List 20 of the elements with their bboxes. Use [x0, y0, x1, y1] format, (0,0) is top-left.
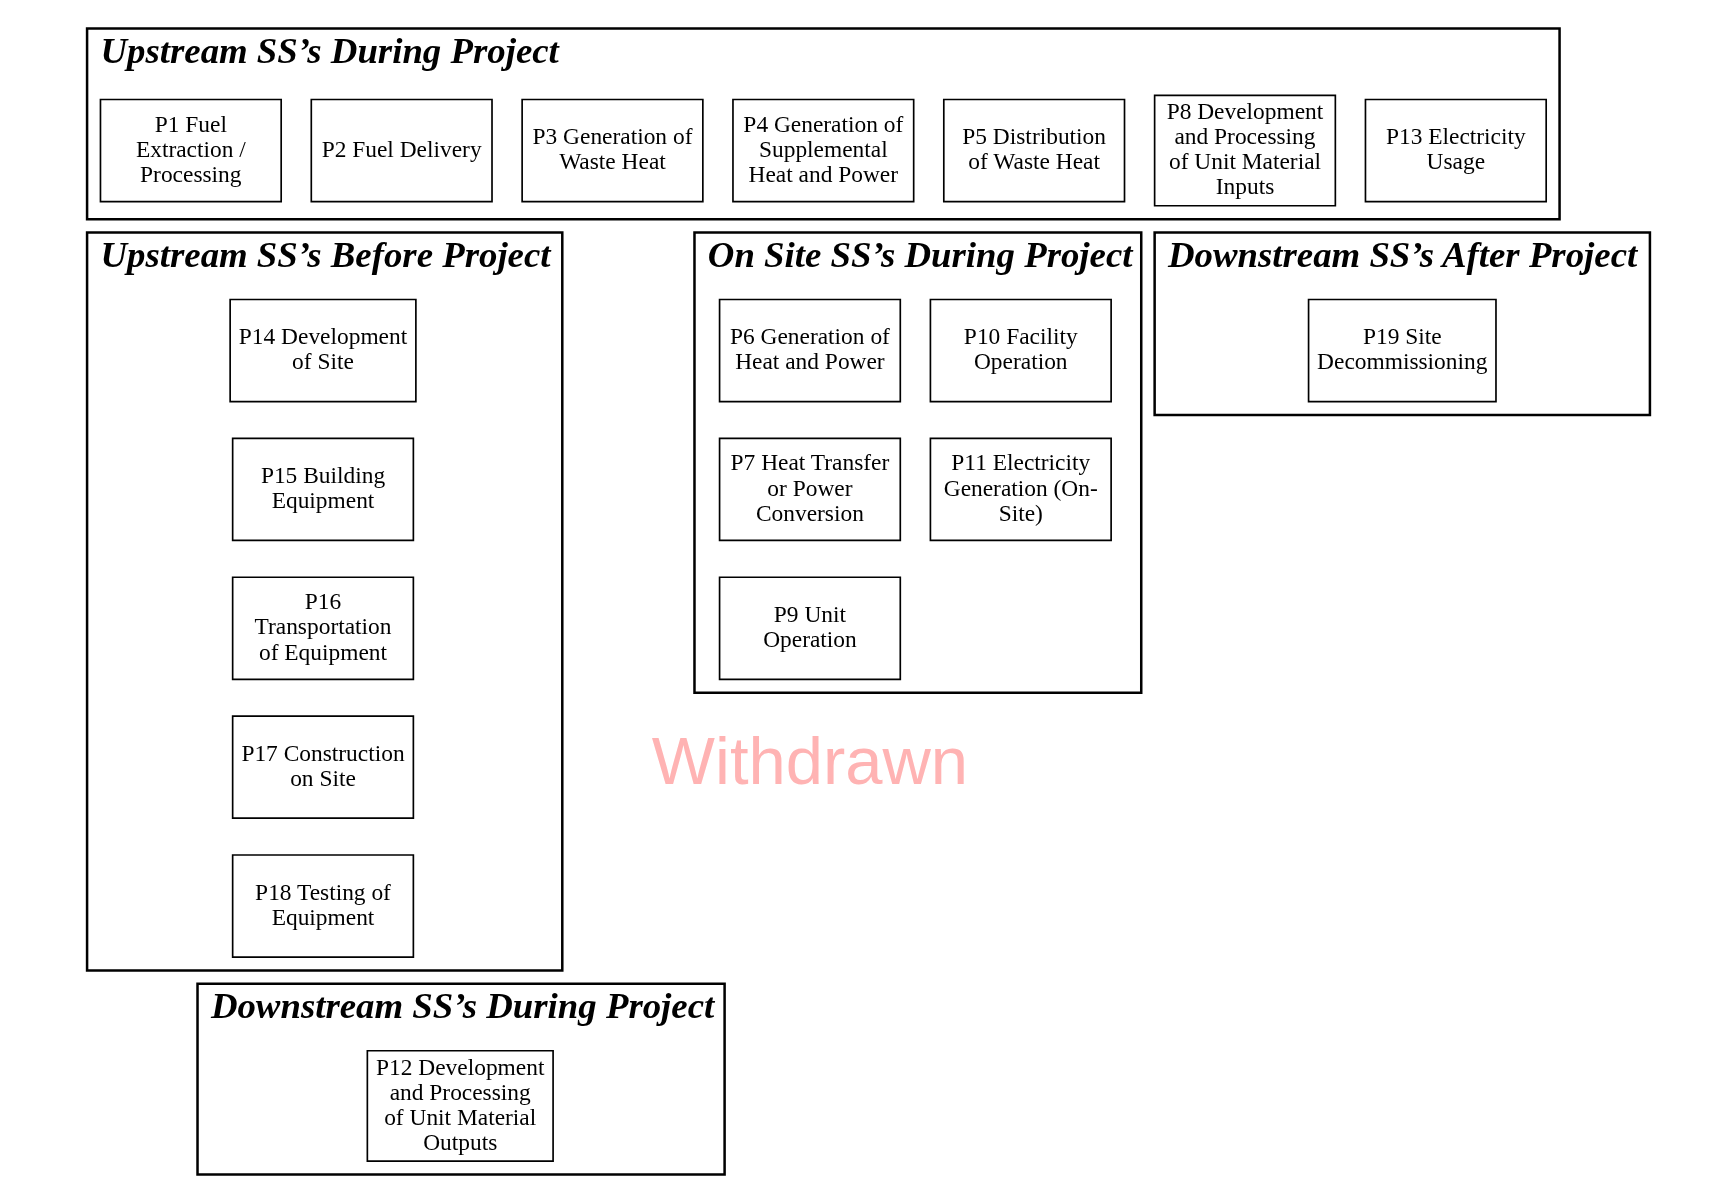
- label: Withdrawn: [651, 722, 968, 798]
- node-box: P2 Fuel Delivery: [309, 98, 493, 203]
- node-box: P8 Development and Processing of Unit Material Inputs: [1153, 94, 1336, 207]
- node-box: P4 Generation of Supplemental Heat and Power: [731, 98, 914, 203]
- node-box: P9 Unit Operation: [718, 576, 901, 681]
- node-box: P7 Heat Transfer or Power Conversion: [718, 437, 901, 542]
- node-box: P5 Distribution of Waste Heat: [942, 98, 1125, 203]
- node-box: P6 Generation of Heat and Power: [718, 298, 901, 403]
- node-box: P3 Generation of Waste Heat: [520, 98, 704, 203]
- node-box: P19 Site Decommissioning: [1307, 298, 1497, 403]
- node-box: P18 Testing of Equipment: [231, 854, 414, 958]
- node-box: P17 Construction on Site: [231, 715, 414, 820]
- node-box: P1 Fuel Extraction / Processing: [99, 98, 282, 203]
- node-box: P13 Electricity Usage: [1364, 98, 1547, 203]
- node-box: P16 Transportation of Equipment: [231, 576, 414, 681]
- node-box: P15 Building Equipment: [231, 437, 414, 542]
- node-box: P14 Development of Site: [228, 298, 417, 403]
- node-box: P11 Electricity Generation (On-Site): [929, 437, 1112, 542]
- node-box: P12 Development and Processing of Unit Material Outputs: [366, 1049, 554, 1163]
- node-box: P10 Facility Operation: [929, 298, 1112, 403]
